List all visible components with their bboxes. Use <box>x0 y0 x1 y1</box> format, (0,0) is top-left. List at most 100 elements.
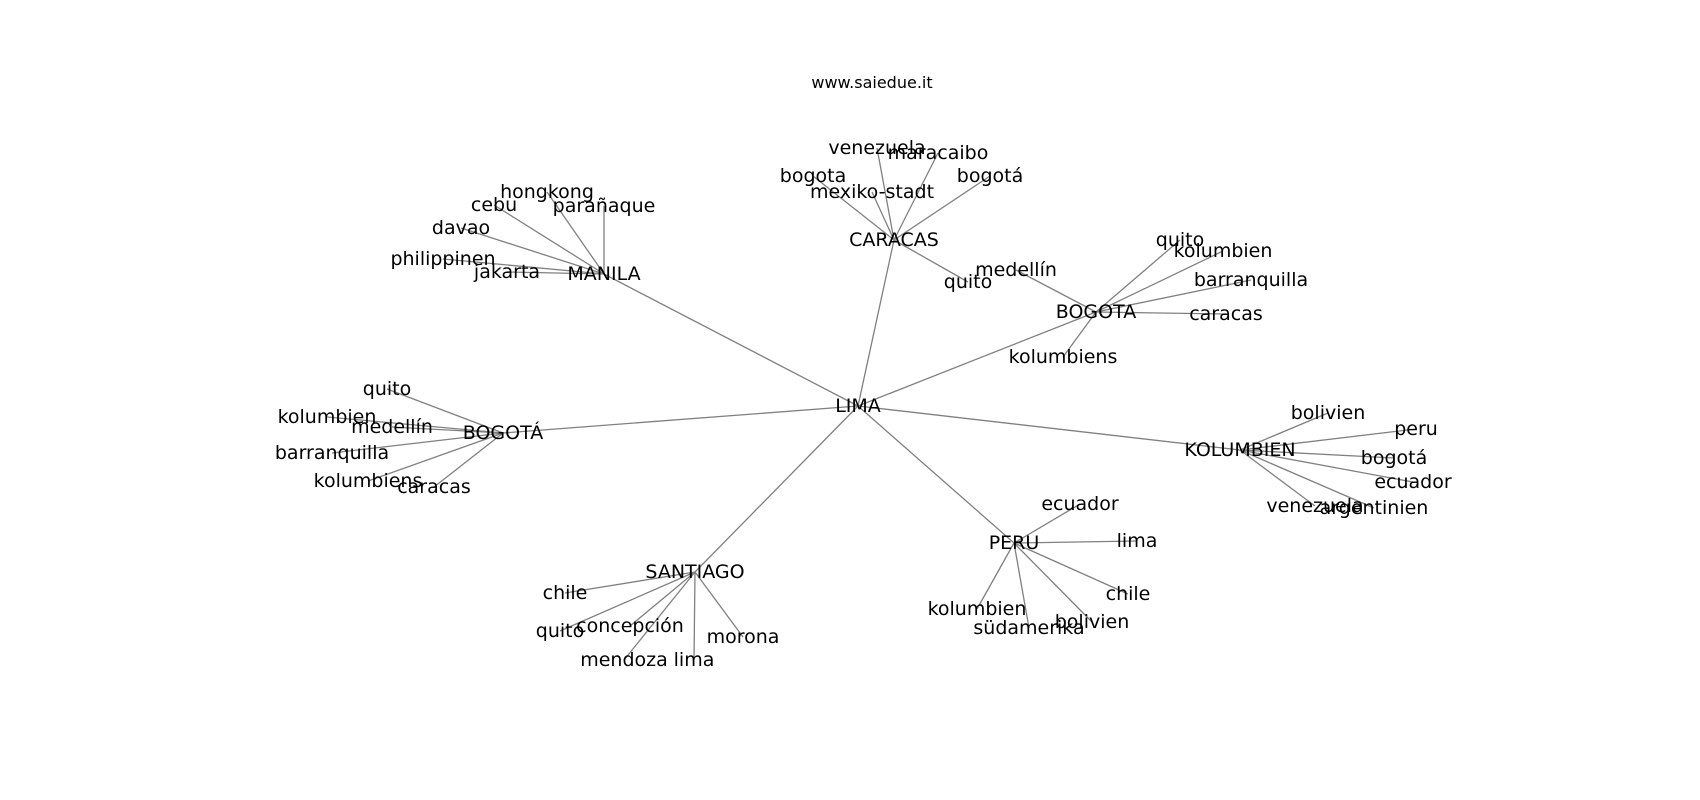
hub-node-label-bogota-accent: BOGOTÁ <box>463 421 543 444</box>
edge-caracas-leaf-2 <box>812 175 895 241</box>
edge-santiago-leaf-1 <box>629 571 696 627</box>
leaf-node-label: caracas <box>397 476 471 498</box>
edge-bogota-accent-leaf-1 <box>326 416 504 434</box>
leaf-node-label: ecuador <box>1041 493 1119 515</box>
leaf-node-label: kolumbiens <box>314 470 423 492</box>
leaf-node-label: venezuela <box>828 137 925 159</box>
edge-bogota-accent-leaf-0 <box>386 388 504 434</box>
watermark-text: www.saiedue.it <box>811 73 932 92</box>
hub-node-label-santiago: SANTIAGO <box>645 561 744 583</box>
edge-bogota-leaf-2 <box>1015 269 1097 313</box>
edge-manila-leaf-4 <box>442 258 605 275</box>
leaf-node-label: concepción <box>576 615 684 637</box>
leaf-node-label: bogota <box>780 165 846 187</box>
leaf-node-label: kolumbiens <box>1009 346 1118 368</box>
edge-santiago-leaf-2 <box>559 571 696 632</box>
edge-peru-leaf-0 <box>1013 503 1081 544</box>
leaf-node-label: maracaibo <box>888 142 989 164</box>
edge-bogota-accent-leaf-3 <box>331 432 504 454</box>
leaf-node-label: venezuela <box>1266 495 1363 517</box>
leaf-node-label: barranquilla <box>275 442 389 464</box>
edge-center-bogota-accent <box>502 405 859 434</box>
edge-kolumbien-leaf-4 <box>1239 449 1316 507</box>
leaf-node-label: mendoza <box>580 649 668 671</box>
leaf-node-label: ecuador <box>1374 471 1452 493</box>
edge-peru-leaf-5 <box>1013 542 1030 629</box>
edge-caracas-leaf-3 <box>871 191 895 241</box>
leaf-node-label: quito <box>1156 229 1204 251</box>
leaf-node-label: kolumbien <box>928 598 1027 620</box>
hub-node-label-peru: PERU <box>989 532 1040 554</box>
leaf-node-label: chile <box>543 582 588 604</box>
edge-layer <box>326 147 1417 661</box>
leaf-node-label: philippinen <box>390 248 495 270</box>
edge-manila-leaf-3 <box>460 227 605 275</box>
edge-manila-leaf-0 <box>546 191 605 275</box>
edge-manila-leaf-5 <box>506 271 605 275</box>
edge-santiago-leaf-5 <box>693 571 696 661</box>
leaf-node-label: bogotá <box>1361 447 1427 469</box>
leaf-node-label: quito <box>363 378 411 400</box>
edge-bogota-accent-leaf-2 <box>391 426 504 434</box>
edge-manila-leaf-1 <box>493 204 605 275</box>
edge-peru-leaf-1 <box>1013 540 1138 544</box>
edge-caracas-leaf-1 <box>893 152 939 241</box>
edge-caracas-leaf-5 <box>893 239 969 283</box>
leaf-node-label: kolumbien <box>1174 240 1273 262</box>
edge-caracas-leaf-4 <box>893 175 991 241</box>
leaf-node-label: barranquilla <box>1194 269 1308 291</box>
edge-kolumbien-leaf-2 <box>1239 449 1395 459</box>
edge-bogota-leaf-4 <box>1095 311 1227 315</box>
leaf-node-label: kolumbien <box>278 406 377 428</box>
edge-bogota-leaf-5 <box>1062 311 1097 358</box>
leaf-node-label: medellín <box>351 416 433 438</box>
edge-center-bogota <box>857 311 1097 407</box>
edge-kolumbien-leaf-0 <box>1239 412 1329 451</box>
leaf-node-label: caracas <box>1189 303 1263 325</box>
hub-node-label-kolumbien: KOLUMBIEN <box>1184 439 1295 461</box>
edge-center-santiago <box>694 405 859 573</box>
edge-santiago-leaf-3 <box>694 571 744 638</box>
edge-peru-leaf-4 <box>1013 542 1093 623</box>
leaf-node-label: quito <box>536 620 584 642</box>
edge-peru-leaf-2 <box>1013 542 1129 595</box>
leaf-node-label: hongkong <box>500 181 594 203</box>
leaf-node-label: quito <box>944 271 992 293</box>
edge-santiago-leaf-0 <box>564 571 696 594</box>
edge-santiago-leaf-4 <box>623 571 696 661</box>
leaf-node-label: lima <box>1117 530 1158 552</box>
edge-kolumbien-leaf-1 <box>1239 428 1417 451</box>
edge-kolumbien-leaf-3 <box>1239 449 1414 483</box>
leaf-node-label: peru <box>1394 418 1438 440</box>
node-label-layer: LIMACARACASvenezuelamaracaibobogotamexik… <box>275 137 1452 671</box>
leaf-node-label: jakarta <box>473 261 540 283</box>
edge-bogota-accent-leaf-5 <box>433 432 504 488</box>
edge-bogota-leaf-1 <box>1095 250 1224 313</box>
edge-center-caracas <box>857 239 895 407</box>
leaf-node-label: cebu <box>471 194 517 216</box>
edge-caracas-leaf-0 <box>876 147 895 241</box>
leaf-node-label: lima <box>674 649 715 671</box>
edge-bogota-leaf-0 <box>1095 239 1181 313</box>
edge-center-peru <box>857 405 1015 544</box>
leaf-node-label: bolivien <box>1055 611 1130 633</box>
leaf-node-label: davao <box>432 217 490 239</box>
leaf-node-label: argentinien <box>1320 497 1429 519</box>
leaf-node-label: chile <box>1106 583 1151 605</box>
edge-center-manila <box>603 273 859 407</box>
leaf-node-label: bogotá <box>957 165 1023 187</box>
leaf-node-label: medellín <box>975 259 1057 281</box>
edge-bogota-leaf-3 <box>1095 279 1252 313</box>
center-node-label: LIMA <box>835 395 881 417</box>
hub-node-label-manila: MANILA <box>567 263 640 285</box>
edge-bogota-accent-leaf-4 <box>367 432 504 482</box>
edge-kolumbien-leaf-5 <box>1239 449 1375 509</box>
hub-node-label-caracas: CARACAS <box>849 229 939 251</box>
leaf-node-label: mexiko-stadt <box>810 181 934 203</box>
edge-center-kolumbien <box>857 405 1241 451</box>
leaf-node-label: südamerika <box>973 617 1084 639</box>
leaf-node-label: parañaque <box>553 195 656 217</box>
leaf-node-label: morona <box>707 626 780 648</box>
leaf-node-label: bolivien <box>1291 402 1366 424</box>
